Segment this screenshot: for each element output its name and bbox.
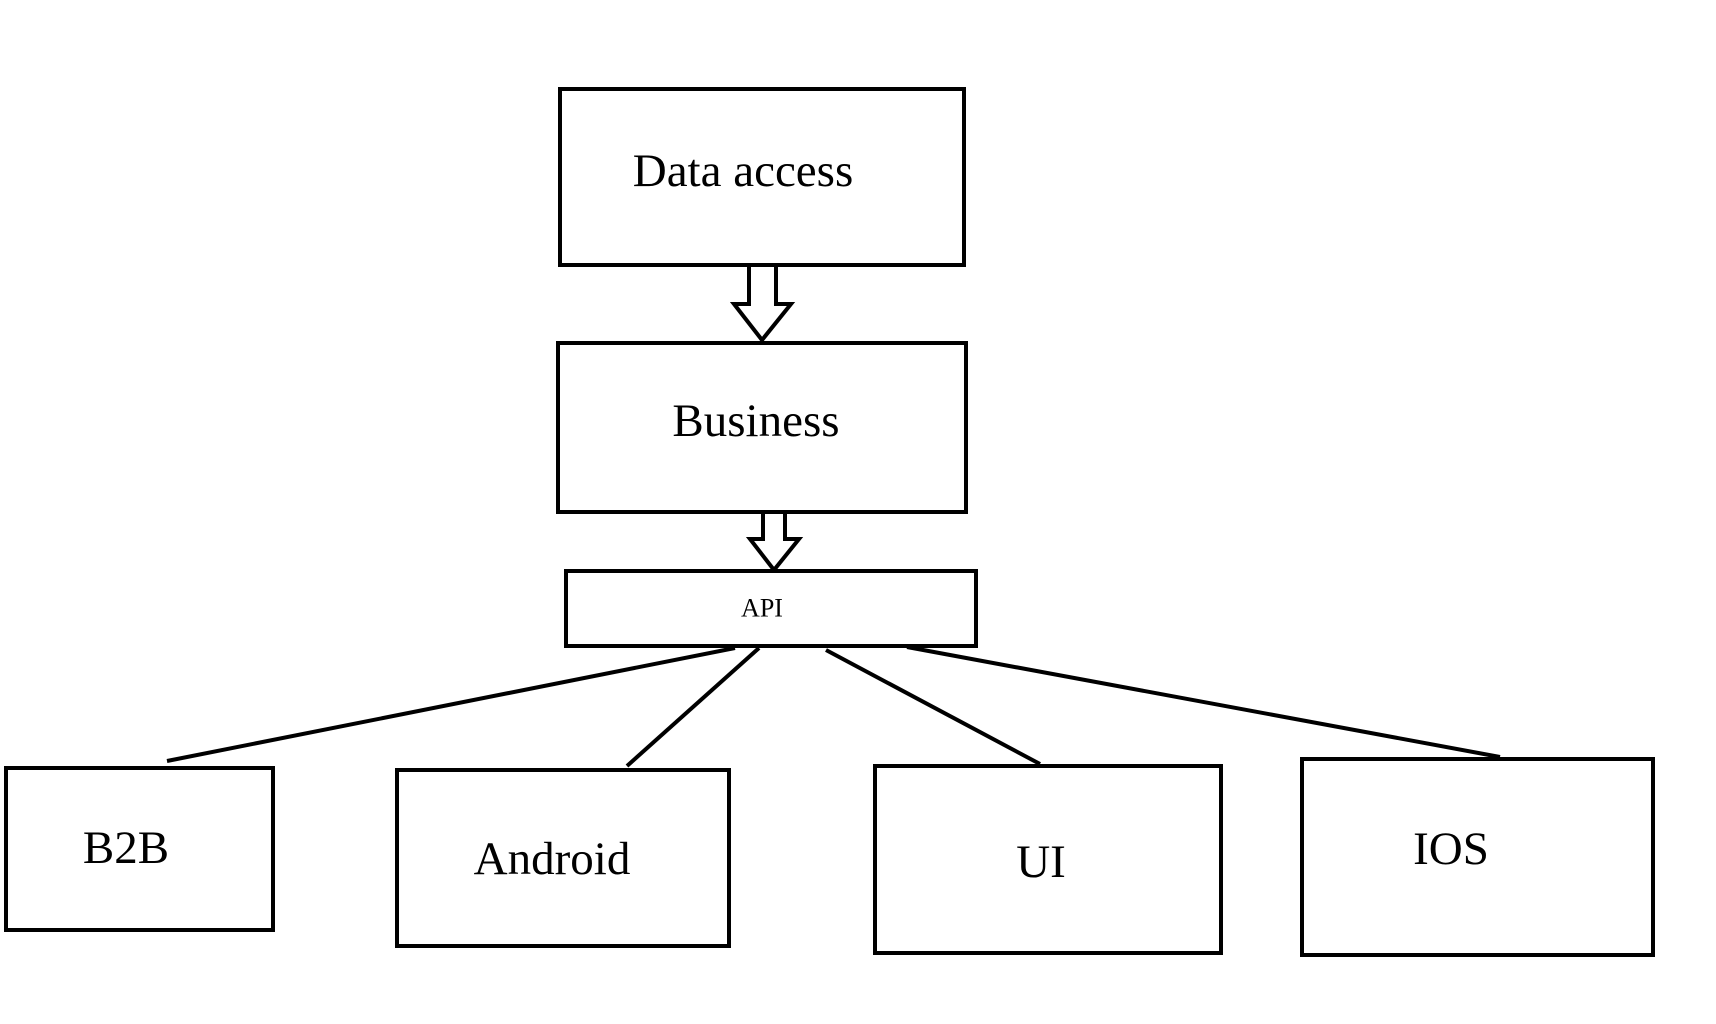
node-android: Android [395, 768, 731, 948]
arrow-data-access-to-business [729, 263, 796, 344]
node-data-access-label: Data access [633, 145, 854, 197]
node-data-access: Data access [558, 87, 966, 267]
node-ui-label: UI [1016, 836, 1066, 888]
node-android-label: Android [474, 833, 631, 885]
arrow-business-to-api [745, 510, 804, 574]
node-ios: IOS [1300, 757, 1655, 957]
edge-api-to-b2b [166, 646, 736, 763]
node-business-label: Business [672, 395, 839, 447]
node-b2b-label: B2B [83, 822, 169, 874]
edge-api-to-ui [825, 648, 1041, 766]
node-b2b: B2B [4, 766, 275, 932]
node-api-label: API [741, 594, 783, 623]
node-ios-label: IOS [1413, 823, 1489, 875]
edge-api-to-ios [906, 645, 1501, 759]
node-business: Business [556, 341, 968, 514]
node-ui: UI [873, 764, 1223, 955]
node-api: API [564, 569, 978, 648]
edge-api-to-android [625, 646, 761, 768]
